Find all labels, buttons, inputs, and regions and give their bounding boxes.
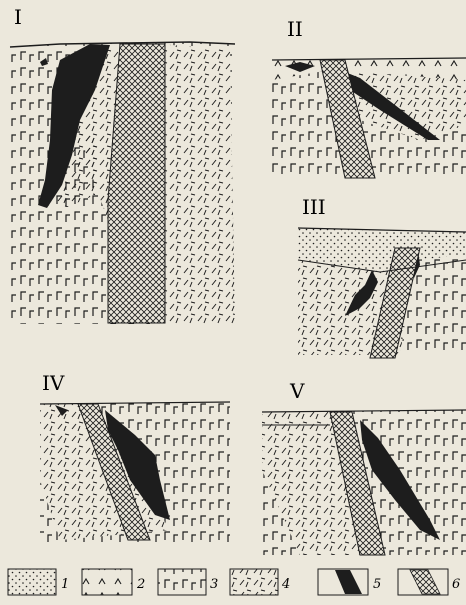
panel-V-label: V: [289, 379, 305, 403]
panel-II-label: II: [287, 17, 303, 41]
legend: 1 2 3 4 5 6: [8, 569, 460, 595]
panel-I-section: [10, 42, 235, 324]
panel-III-label: III: [302, 195, 326, 219]
legend-num-1: 1: [61, 577, 69, 592]
legend-swatch-2: [82, 569, 132, 595]
panel-III-section: [298, 228, 466, 358]
panel-I-dyke: [108, 44, 165, 323]
legend-swatch-3: [158, 569, 206, 595]
legend-swatch-1: [8, 569, 56, 595]
panel-IV-section: [40, 402, 230, 545]
legend-num-2: 2: [136, 577, 145, 592]
legend-swatch-4: [230, 569, 278, 595]
legend-num-4: 4: [281, 577, 290, 592]
panel-IV-label: IV: [42, 371, 65, 395]
panel-I-label: I: [14, 5, 22, 29]
panel-V-section: [262, 410, 466, 555]
legend-num-5: 5: [373, 577, 381, 592]
legend-num-3: 3: [210, 577, 218, 592]
panel-II-section: [272, 58, 466, 178]
legend-num-6: 6: [452, 577, 460, 592]
